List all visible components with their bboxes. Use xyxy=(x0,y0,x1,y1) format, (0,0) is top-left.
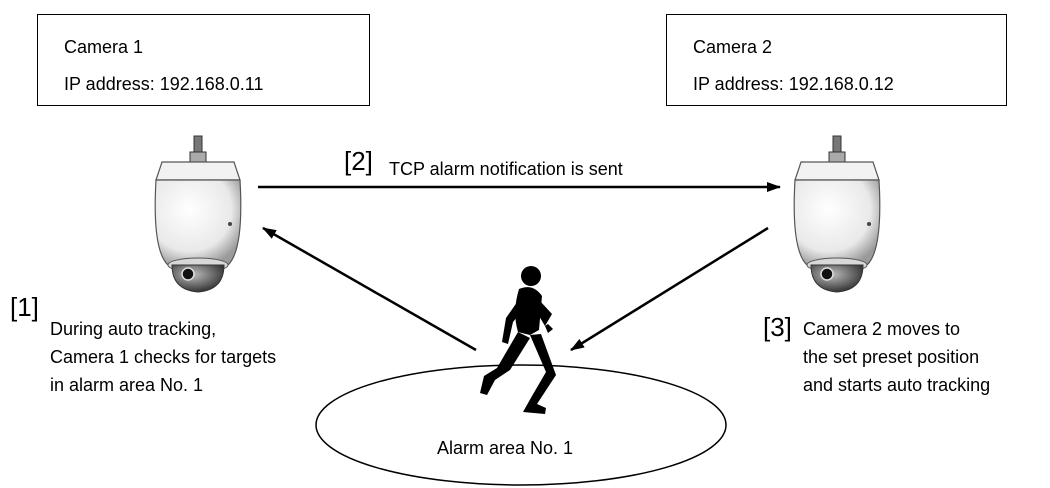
step-2-text: TCP alarm notification is sent xyxy=(389,159,623,179)
camera-1-ip-address: IP address: 192.168.0.11 xyxy=(64,74,264,94)
step-1-line-1: During auto tracking, xyxy=(50,319,217,339)
alarm-area-label: Alarm area No. 1 xyxy=(437,438,574,458)
camera-1-icon xyxy=(154,135,242,293)
step-2-number: [2] xyxy=(344,146,373,176)
camera-1-detection-arrow xyxy=(262,226,477,352)
step-3-line-2: the set preset position xyxy=(803,347,980,367)
step-1-line-2: Camera 1 checks for targets xyxy=(50,347,277,367)
step-3-number: [3] xyxy=(763,312,792,342)
camera-2-tracking-arrow xyxy=(570,226,769,352)
step-1-line-3: in alarm area No. 1 xyxy=(50,375,204,395)
step-3-line-1: Camera 2 moves to xyxy=(803,319,961,339)
alarm-area-ellipse xyxy=(315,364,727,486)
camera-1-info-box: Camera 1 IP address: 192.168.0.11 xyxy=(37,14,370,106)
step-3-line-3: and starts auto tracking xyxy=(803,375,991,395)
camera-2-title: Camera 2 xyxy=(693,37,773,57)
camera-2-ip-address: IP address: 192.168.0.12 xyxy=(693,74,894,94)
camera-2-info-box: Camera 2 IP address: 192.168.0.12 xyxy=(666,14,1007,106)
step-1-number: [1] xyxy=(10,292,39,322)
running-person-icon xyxy=(480,266,556,414)
camera-2-icon xyxy=(793,135,881,293)
camera-1-title: Camera 1 xyxy=(64,37,144,57)
